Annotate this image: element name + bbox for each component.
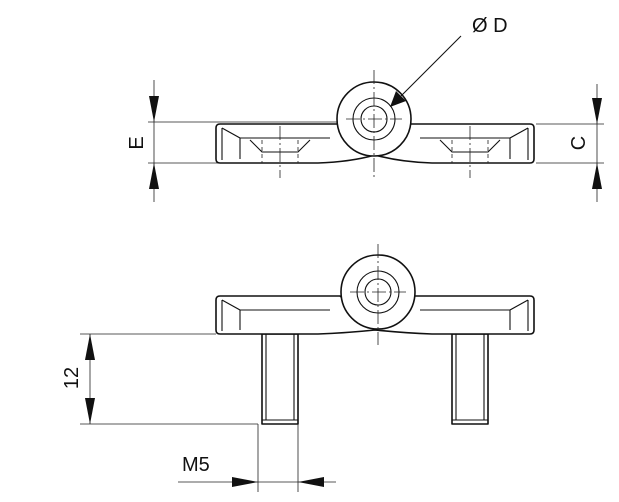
right-stud: [451, 333, 489, 425]
top-view: Ø D E C: [126, 15, 604, 202]
m5-arrow-left: [232, 477, 258, 487]
m5-arrow-right: [298, 477, 324, 487]
thread-arrow-top: [85, 334, 95, 360]
bottom-view: 12 M5: [61, 244, 535, 492]
diameter-arrow: [390, 91, 406, 107]
e-arrow-top: [149, 96, 159, 122]
c-arrow-top: [592, 98, 602, 124]
diameter-label: Ø D: [472, 15, 508, 37]
c-label: C: [568, 136, 590, 150]
thread-size-label: M5: [182, 454, 210, 476]
thread-length-label: 12: [61, 367, 83, 389]
thread-arrow-bottom: [85, 398, 95, 424]
e-arrow-bottom: [149, 163, 159, 189]
e-label: E: [126, 136, 148, 149]
diameter-leader: [400, 35, 462, 97]
left-stud: [261, 333, 299, 425]
c-arrow-bottom: [592, 163, 602, 189]
